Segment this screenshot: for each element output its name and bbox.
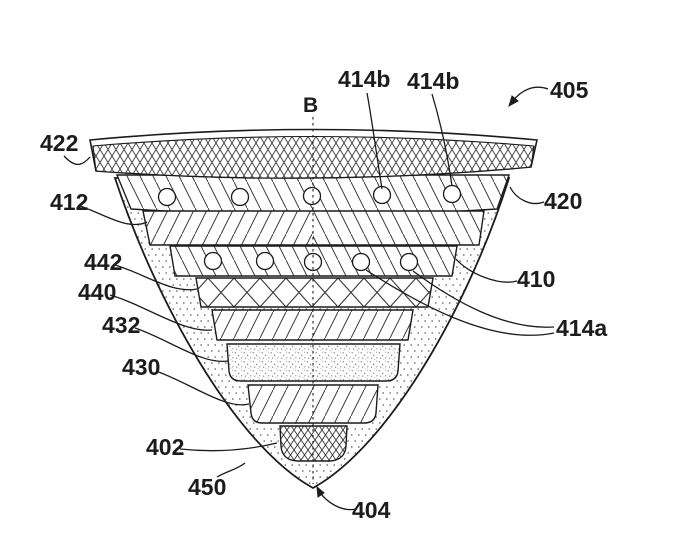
leader-405 <box>511 86 549 103</box>
reference-label-450: 450 <box>188 474 226 500</box>
reference-label-430: 430 <box>122 354 160 380</box>
leader-414b-1 <box>366 92 383 190</box>
leader-422 <box>63 155 91 166</box>
hole-414a-5 <box>399 252 419 272</box>
leader-414a-1 <box>412 270 555 328</box>
leader-414a-2 <box>365 269 555 336</box>
reference-label-405: 405 <box>550 77 589 103</box>
leader-lines <box>63 86 555 511</box>
reference-label-414b-left: 414b <box>338 66 390 92</box>
layer-430 <box>247 384 379 424</box>
reference-label-440: 440 <box>78 279 116 305</box>
layer-442 <box>195 277 434 308</box>
reference-label-410: 410 <box>517 266 555 292</box>
hole-414b-4 <box>372 185 392 205</box>
leader-404 <box>318 490 357 511</box>
leader-450 <box>216 462 246 478</box>
leader-402 <box>179 442 278 452</box>
arrowhead-404 <box>316 485 325 498</box>
hole-414a-2 <box>255 251 275 271</box>
reference-label-420: 420 <box>544 188 582 214</box>
leader-414b-2 <box>431 93 453 187</box>
hole-414a-4 <box>351 252 371 272</box>
hole-414b-2 <box>230 187 250 207</box>
axis-label-B: B <box>303 94 318 117</box>
reference-label-422: 422 <box>40 130 78 156</box>
leader-410 <box>455 258 518 283</box>
reference-label-402: 402 <box>146 434 184 460</box>
leader-430 <box>155 370 250 406</box>
arrowhead-405 <box>508 95 519 108</box>
hole-414b-5 <box>442 184 462 204</box>
leader-442 <box>114 264 198 291</box>
leader-420 <box>509 186 545 205</box>
leader-412 <box>79 205 148 226</box>
reference-label-414a: 414a <box>556 315 607 341</box>
layer-432 <box>226 343 401 382</box>
holes-414b <box>157 184 462 207</box>
reference-label-442: 442 <box>84 249 122 275</box>
layer-440 <box>211 309 414 341</box>
leader-440 <box>109 294 213 331</box>
reference-label-412: 412 <box>50 189 88 215</box>
reference-label-432: 432 <box>102 312 140 338</box>
layer-412 <box>142 210 485 246</box>
holes-414a <box>203 251 419 272</box>
leader-432 <box>134 327 229 363</box>
hole-414a-1 <box>203 251 223 271</box>
hole-414b-3 <box>302 186 322 206</box>
reference-label-404: 404 <box>352 497 391 523</box>
reference-label-414b-right: 414b <box>407 68 459 94</box>
hole-414b-1 <box>157 187 177 207</box>
